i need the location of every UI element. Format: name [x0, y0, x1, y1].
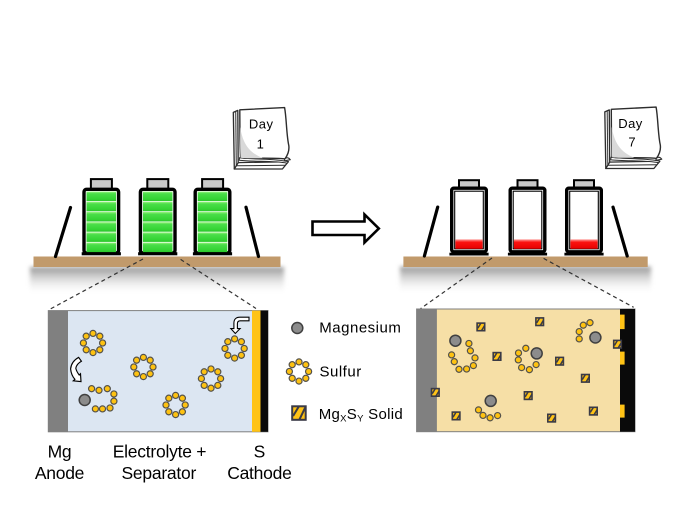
svg-text:7: 7 — [628, 135, 635, 150]
svg-text:Electrolyte +: Electrolyte + — [113, 442, 207, 462]
svg-text:Day: Day — [618, 116, 643, 131]
svg-text:Magnesium: Magnesium — [319, 320, 401, 337]
svg-text:MgXSY Solid: MgXSY Solid — [319, 406, 403, 425]
svg-text:Cathode: Cathode — [227, 463, 291, 483]
svg-text:S: S — [254, 442, 265, 462]
svg-text:Mg: Mg — [48, 442, 72, 462]
svg-text:1: 1 — [257, 136, 264, 151]
svg-text:Day: Day — [249, 116, 274, 131]
svg-text:Anode: Anode — [35, 463, 84, 483]
svg-text:Sulfur: Sulfur — [320, 364, 362, 381]
svg-text:Separator: Separator — [121, 463, 196, 483]
